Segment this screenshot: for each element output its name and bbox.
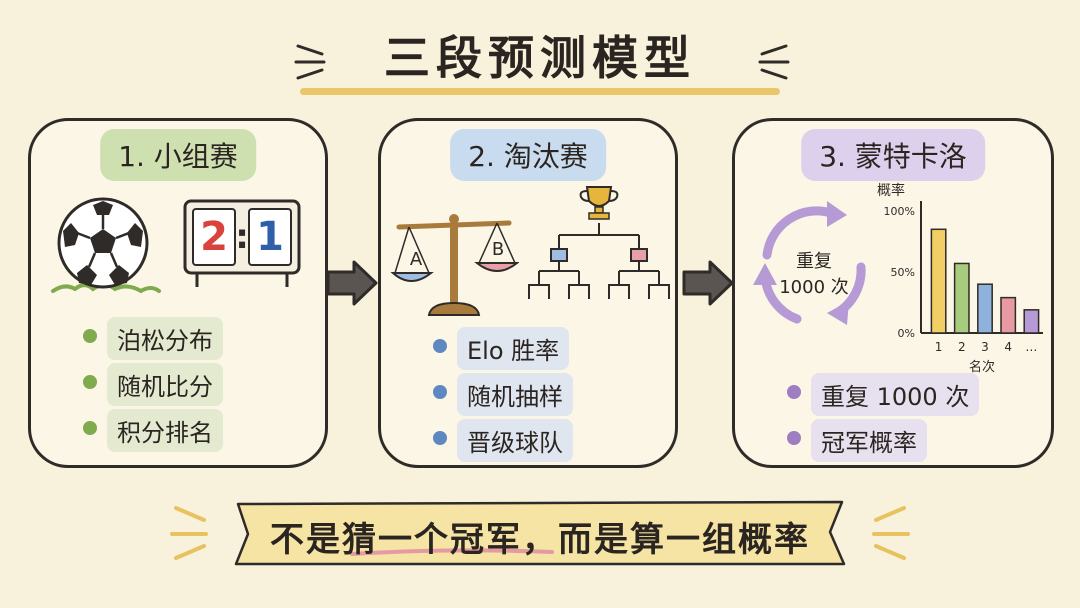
step-label-group-stage: 1. 小组赛: [100, 129, 256, 181]
bullet-dot: [83, 375, 97, 389]
bullet-text: 冠军概率: [811, 419, 927, 462]
bullet-dot: [433, 385, 447, 399]
bullet-dot: [83, 329, 97, 343]
bullet-text: 重复 1000 次: [811, 373, 980, 416]
bar: [977, 283, 993, 334]
bullet-dot: [433, 339, 447, 353]
cycle-text-line2: 1000 次: [779, 277, 849, 298]
cycle-arrows-icon: 重复 1000 次: [747, 197, 881, 337]
soccer-ball-icon: [51, 197, 161, 294]
x-tick-label: 4: [1004, 340, 1012, 354]
bullet-text: 晋级球队: [457, 419, 573, 462]
bar: [1023, 309, 1040, 334]
title-sparks-right: [758, 44, 790, 80]
x-tick-label: 3: [981, 340, 989, 354]
banner-sparks-right: [872, 506, 910, 560]
y-tick-label: 0%: [898, 327, 915, 340]
cycle-text-line1: 重复: [796, 251, 832, 272]
bullet-text: 随机比分: [107, 363, 223, 406]
step-label-knockout-stage: 2. 淘汰赛: [450, 129, 606, 181]
bullet-dot: [433, 431, 447, 445]
score-away: 1: [256, 214, 284, 260]
bullet-text: 泊松分布: [107, 317, 223, 360]
title-underline: [300, 88, 780, 95]
bullet-dot: [83, 421, 97, 435]
bar: [930, 228, 947, 334]
scale-label-a: A: [409, 249, 423, 270]
arrow-right-icon: [326, 260, 378, 306]
bullet-text: 积分排名: [107, 409, 223, 452]
score-separator: :: [235, 217, 249, 257]
x-tick-label: 1: [935, 340, 943, 354]
y-tick-label: 100%: [884, 205, 915, 218]
title-sparks-left: [294, 44, 326, 80]
chart-title: 概率: [877, 182, 905, 199]
panel-group-stage: 1. 小组赛 2 : 1: [28, 118, 328, 468]
bottom-banner: 不是猜一个冠军，而是算一组概率: [232, 498, 848, 568]
page-title: 三段预测模型: [384, 31, 696, 85]
bar-chart-icon: 概率 100% 50% 0% 1 2 3 4 … 名次: [877, 182, 1043, 375]
banner-sparks-left: [170, 506, 208, 560]
bar: [953, 262, 970, 334]
arrow-right-icon: [682, 260, 734, 306]
balance-scale-icon: A B: [389, 207, 519, 323]
step-label-monte-carlo: 3. 蒙特卡洛: [801, 129, 985, 181]
banner-text: 不是猜一个冠军，而是算一组概率: [270, 520, 810, 560]
scale-label-b: B: [491, 239, 505, 260]
x-tick-label: 2: [958, 340, 966, 354]
x-tick-label: …: [1025, 340, 1037, 354]
y-tick-label: 50%: [891, 266, 915, 279]
panel-knockout-stage: 2. 淘汰赛 A B: [378, 118, 678, 468]
bar: [1000, 296, 1017, 334]
bullet-dot: [787, 385, 801, 399]
bullet-text: 随机抽样: [457, 373, 573, 416]
x-axis-label: 名次: [969, 359, 995, 375]
scoreboard-icon: 2 : 1: [181, 197, 303, 287]
panel-monte-carlo: 3. 蒙特卡洛 重复 1000 次 概率 100% 50% 0% 1 2 3 4 … 名次 重复 …: [732, 118, 1054, 468]
bullet-dot: [787, 431, 801, 445]
bracket-icon: [528, 186, 670, 299]
bullet-text: Elo 胜率: [457, 327, 570, 370]
score-home: 2: [200, 214, 228, 260]
